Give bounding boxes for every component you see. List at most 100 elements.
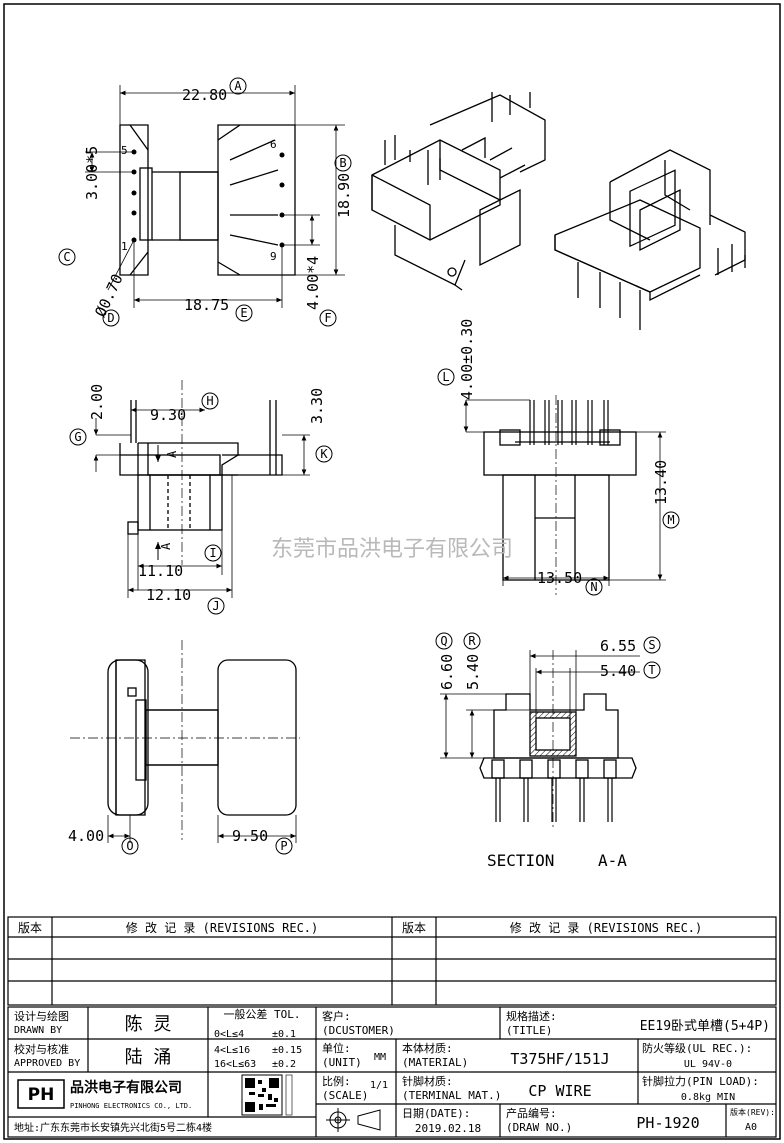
pinload-value: 0.8kg MIN [681,1092,735,1103]
bubble-s: S [648,638,655,652]
revisions-header: 版本 修 改 记 录 (REVISIONS REC.) 版本 修 改 记 录 (… [18,920,702,935]
isometric-views [371,92,746,330]
rev-value: A0 [745,1122,757,1133]
tol-row-1-value: ±0.1 [272,1029,296,1040]
section-view-text: 6.60 5.40 6.55 5.40 SECTION A-A [438,637,636,870]
unit-value: MM [374,1052,386,1063]
terminal-label-en: (TERMINAL MAT.) [402,1089,501,1102]
sheet-border [3,3,781,1140]
dim-i: 11.10 [138,562,183,580]
drawno-label-en: (DRAW NO.) [506,1121,572,1134]
title-block [7,1006,777,1138]
front-view-text: 4.00±0.30 13.40 13.50 [458,319,670,587]
material-value: T375HF/151J [510,1050,609,1068]
dim-overall-height: 18.90 [335,173,353,218]
pin-label-6: 6 [270,138,277,151]
dim-g: 2.00 [88,384,106,420]
dim-overall-width: 22.80 [182,86,227,104]
bubble-m: M [667,513,674,527]
section-view-bubbles [435,632,661,679]
dim-r: 5.40 [464,654,482,690]
rev-header-record-2: 修 改 记 录 (REVISIONS REC.) [510,920,703,935]
pin-label-9: 9 [270,250,277,263]
dim-s: 6.55 [600,637,636,655]
tol-row-2-value: ±0.15 [272,1045,302,1056]
dim-pin-pitch: 3.00*5 [83,146,101,200]
scale-value: 1/1 [370,1080,388,1091]
approved-label-en: APPROVED BY [14,1058,80,1069]
rev-header-version-1: 版本 [18,921,42,935]
rev-header-record-1: 修 改 记 录 (REVISIONS REC.) [126,920,319,935]
bubble-j: J [212,599,219,613]
top-view-bubbles [58,77,352,327]
bubble-n: N [590,580,597,594]
front-view [463,395,666,595]
top-view [85,85,345,308]
side-view-bubbles [69,392,333,615]
terminal-label: 针脚材质: [402,1074,453,1088]
tol-row-3-range: 16<L≤63 [214,1059,256,1070]
unit-label-en: (UNIT) [322,1056,362,1069]
customer-label-en: (DCUSTOMER) [322,1024,395,1037]
scale-label: 比例: [322,1074,351,1088]
bubble-i: I [209,546,216,560]
bubble-p: P [280,839,287,853]
bottom-view-text: 4.00 9.50 [68,827,268,845]
bubble-q: Q [440,634,447,648]
dim-p: 9.50 [232,827,268,845]
approved-label-cn: 校对与核准 [14,1042,69,1056]
terminal-value: CP WIRE [528,1082,591,1100]
drawno-label: 产品编号: [506,1106,557,1120]
bubble-o: O [126,839,133,853]
pinload-label: 针脚拉力(PIN LOAD): [642,1074,759,1088]
dim-o: 4.00 [68,827,104,845]
bottom-view [70,640,300,843]
rev-label: 版本(REV): [730,1107,775,1117]
date-value: 2019.02.18 [415,1122,481,1135]
revisions-table [7,916,777,1006]
company-name-en: PINHONG ELECTRONICS CO., LTD. [70,1102,192,1110]
title-block-text: 设计与绘图 DRAWN BY 陈 灵 校对与核准 APPROVED BY 陆 涌… [14,1007,775,1135]
tol-row-3-value: ±0.2 [272,1059,296,1070]
bubble-k: K [320,447,328,461]
section-view [440,650,640,830]
pin-label-1: 1 [121,240,128,253]
bubble-d: D [107,311,114,325]
company-name-cn: 品洪电子有限公司 [70,1079,182,1096]
scale-label-en: (SCALE) [322,1089,368,1102]
bubble-c: C [63,250,70,264]
ul-value: UL 94V-0 [684,1059,732,1070]
bubble-h: H [206,394,213,408]
drawn-by-label-en: DRAWN BY [14,1025,62,1036]
tol-row-2-range: 4<L≤16 [214,1045,250,1056]
watermark: 东莞市品洪电子有限公司 [271,537,513,562]
svg-text:PH: PH [28,1085,55,1105]
bottom-view-bubbles [121,837,293,855]
customer-label: 客户: [322,1009,351,1023]
bubble-b: B [339,156,346,170]
title-label: 规格描述: [506,1009,557,1023]
drawno-value: PH-1920 [636,1114,699,1132]
dim-row-spacing: 18.75 [184,296,229,314]
approved-value: 陆 涌 [125,1047,172,1068]
material-label: 本体材质: [402,1041,453,1055]
dim-m: 13.40 [652,460,670,505]
dim-t: 5.40 [600,662,636,680]
section-caption: SECTION [487,851,554,870]
drawn-by-label-cn: 设计与绘图 [14,1009,69,1023]
dim-k: 3.30 [308,388,326,424]
company-logo: PH [17,1079,65,1109]
date-label: 日期(DATE): [402,1107,470,1120]
material-label-en: (MATERIAL) [402,1056,468,1069]
dim-l: 4.00±0.30 [458,319,476,400]
side-view-text: 2.00 9.30 3.30 11.10 12.10 A A [88,384,326,604]
unit-label: 单位: [322,1041,351,1055]
bubble-a: A [234,79,242,93]
dim-pin-pitch-2: 4.00*4 [304,256,322,310]
projection-symbol [326,1108,381,1132]
tol-row-1-range: 0<L≤4 [214,1029,244,1040]
dim-n: 13.50 [537,569,582,587]
title-label-en: (TITLE) [506,1024,552,1037]
front-view-bubbles [437,368,680,596]
bubble-l: L [442,370,449,384]
